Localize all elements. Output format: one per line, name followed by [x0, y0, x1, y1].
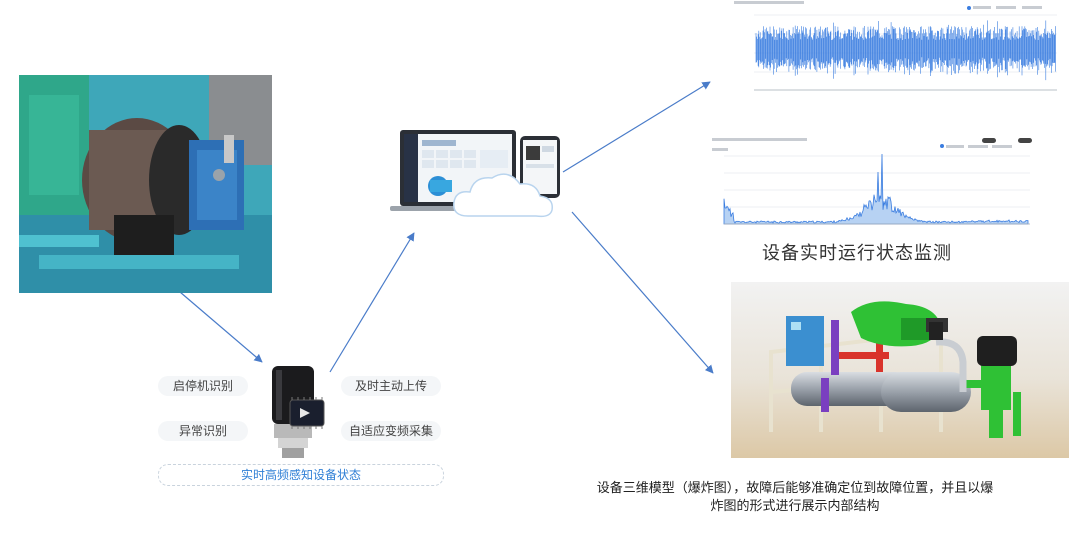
- sensing-banner: 实时高频感知设备状态: [158, 464, 444, 486]
- motor-photo: [19, 75, 272, 293]
- vibration-sensor-icon: [266, 364, 332, 462]
- cloud-icon: [453, 173, 553, 218]
- monitor-caption: 设备实时运行状态监测: [762, 243, 952, 264]
- feature-active-upload: 及时主动上传: [341, 376, 441, 396]
- feature-abnormal-detect: 异常识别: [158, 421, 248, 441]
- model-caption: 设备三维模型（爆炸图），故障后能够准确定位到故障位置，并且以爆 炸图的形式进行展…: [540, 480, 1050, 516]
- cloud-platform: [390, 128, 565, 220]
- arrow-cloud-to-charts: [562, 81, 711, 173]
- waveform-chart: [732, 0, 1062, 98]
- machine-3d-model: [731, 282, 1069, 458]
- arrow-motor-to-sensor: [179, 291, 263, 363]
- arrow-cloud-to-model: [571, 211, 714, 374]
- model-caption-line1: 设备三维模型（爆炸图），故障后能够准确定位到故障位置，并且以爆: [596, 481, 994, 496]
- model-caption-line2: 炸图的形式进行展示内部结构: [710, 499, 880, 514]
- arrow-sensor-to-cloud: [329, 232, 415, 373]
- spectrum-chart: [710, 132, 1035, 234]
- spectrum-legend: [940, 138, 1032, 148]
- feature-start-stop: 启停机识别: [158, 376, 248, 396]
- wave-legend: [967, 6, 1042, 10]
- feature-adaptive-sampling: 自适应变频采集: [341, 421, 441, 441]
